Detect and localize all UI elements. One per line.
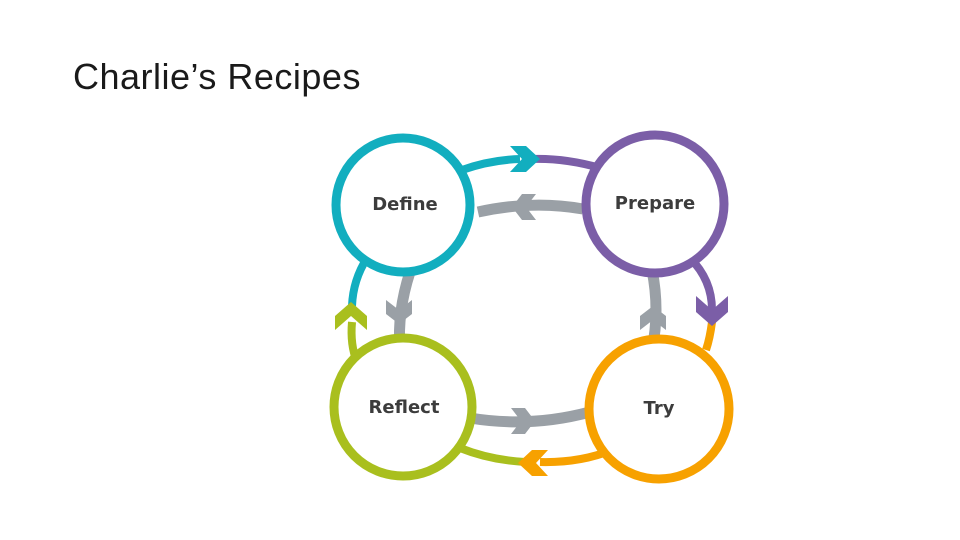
outer-arrow-prepare-to-try-tail (702, 321, 716, 352)
outer-arrowhead-bottom (518, 450, 548, 476)
inner-arrowhead-right (640, 306, 666, 330)
outer-arrowhead-right (696, 296, 728, 326)
outer-arrow-define-to-prepare-tail (531, 154, 602, 172)
node-define: Define (331, 133, 475, 277)
node-try: Try (584, 334, 734, 484)
outer-arrowhead-top (510, 146, 540, 172)
inner-arrowhead-top (512, 194, 536, 220)
outer-arrow-define-to-prepare (460, 155, 521, 174)
node-reflect: Reflect (329, 333, 477, 481)
node-define-ring (331, 133, 475, 277)
inner-arrowhead-left (386, 300, 412, 324)
slide-title: Charlie’s Recipes (73, 56, 361, 97)
outer-arrow-try-to-reflect-tail (458, 444, 526, 466)
node-prepare-label: Prepare (615, 193, 695, 214)
node-prepare-ring (581, 130, 729, 278)
node-reflect-ring (329, 333, 477, 481)
node-try-label: Try (644, 398, 675, 419)
node-try-ring (584, 334, 734, 484)
inner-arrowhead-bottom (511, 408, 535, 434)
node-reflect-label: Reflect (369, 397, 440, 418)
inner-arrow-prepare-to-define (476, 199, 584, 218)
node-prepare: Prepare (581, 130, 729, 278)
node-define-label: Define (372, 194, 438, 215)
outer-arrowhead-left (335, 302, 367, 330)
